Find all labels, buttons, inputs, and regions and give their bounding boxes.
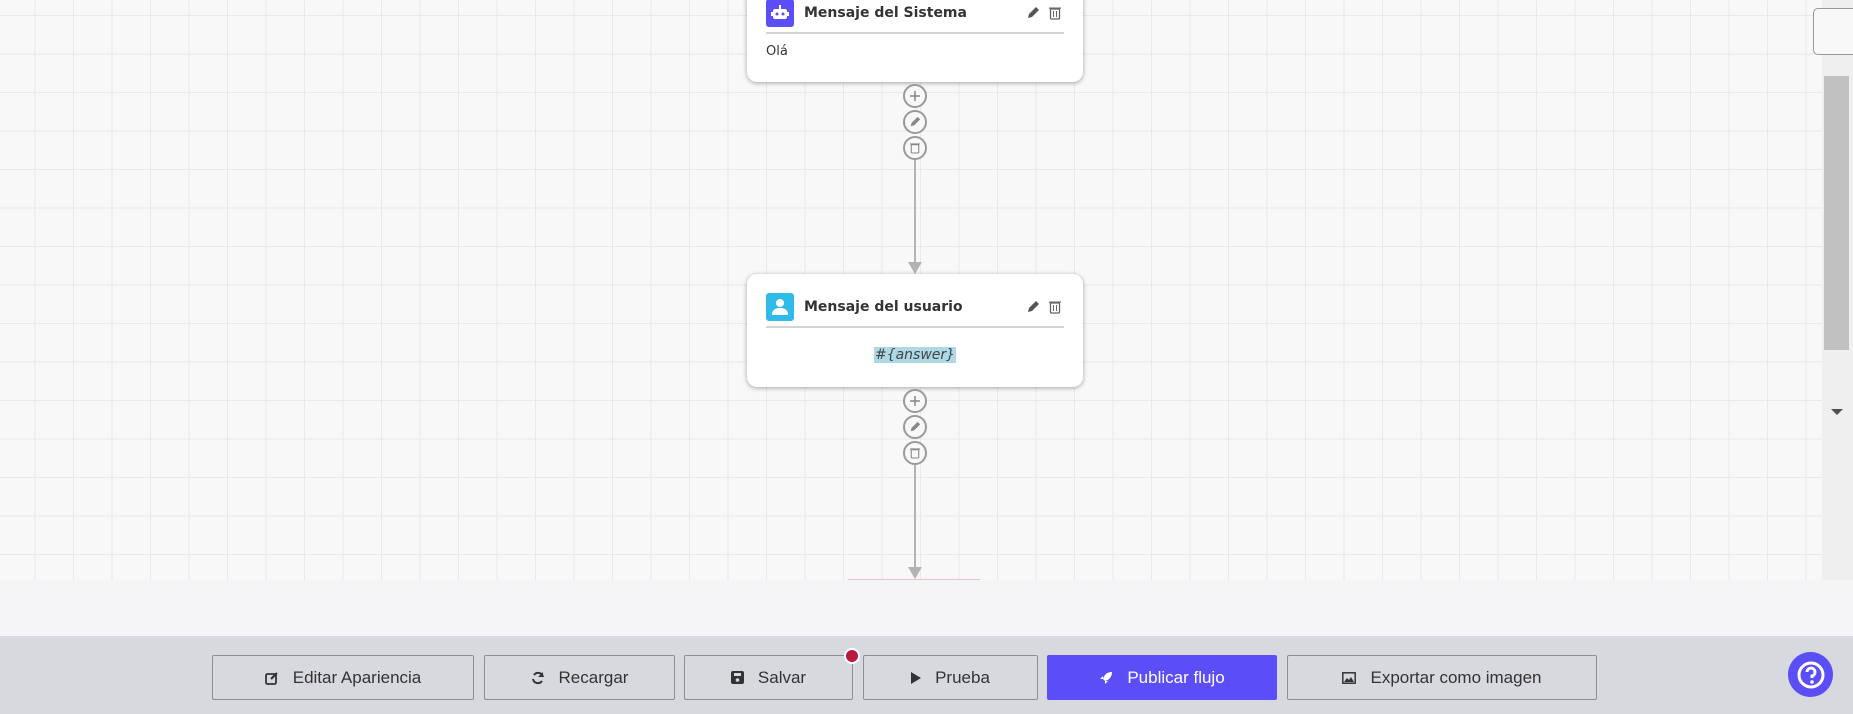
node-header: Mensaje del usuario [766,288,1064,328]
rocket-icon [1100,671,1113,684]
scrollbar-thumb[interactable] [1824,76,1849,350]
publish-flow-button[interactable]: Publicar flujo [1047,655,1277,700]
flow-canvas[interactable]: Mensaje del Sistema Olá Mensaje del usua… [0,0,1822,580]
play-icon [911,671,922,684]
export-image-button[interactable]: Exportar como imagen [1287,655,1597,700]
node-user-message[interactable]: Mensaje del usuario #{answer} [747,274,1083,387]
connector-arrow [908,567,922,579]
connector-line [914,465,916,569]
test-button[interactable]: Prueba [863,655,1038,700]
vertical-scrollbar[interactable] [1822,0,1853,580]
refresh-icon [531,671,544,684]
node-system-message[interactable]: Mensaje del Sistema Olá [747,0,1083,82]
node-content: Olá [766,44,788,59]
minimap-panel[interactable] [1813,8,1853,55]
add-node-button[interactable] [903,389,927,413]
node-title: Mensaje del Sistema [804,5,967,21]
robot-icon [766,0,794,27]
connector-line [914,160,916,264]
scroll-down-arrow[interactable] [1831,409,1843,415]
image-icon [1342,671,1357,684]
next-node-edge [848,579,980,580]
trash-icon[interactable] [1046,298,1064,316]
reload-button[interactable]: Recargar [484,655,675,700]
save-icon [730,671,744,684]
node-title: Mensaje del usuario [804,299,963,315]
connector-arrow [908,262,922,274]
trash-icon[interactable] [1046,4,1064,22]
save-button[interactable]: Salvar [684,655,853,700]
help-button[interactable] [1788,652,1833,697]
add-node-button[interactable] [903,84,927,108]
delete-connection-button[interactable] [903,136,927,160]
pencil-icon[interactable] [1024,298,1042,316]
delete-connection-button[interactable] [903,441,927,465]
node-header: Mensaje del Sistema [766,0,1064,34]
unsaved-changes-dot [844,648,860,664]
edit-appearance-button[interactable]: Editar Apariencia [212,655,474,700]
edit-icon [264,671,278,685]
node-content: #{answer} [873,347,957,363]
pencil-icon[interactable] [1024,4,1042,22]
user-icon [766,293,794,321]
edit-connection-button[interactable] [903,415,927,439]
edit-connection-button[interactable] [903,110,927,134]
question-circle-icon [1797,661,1824,688]
